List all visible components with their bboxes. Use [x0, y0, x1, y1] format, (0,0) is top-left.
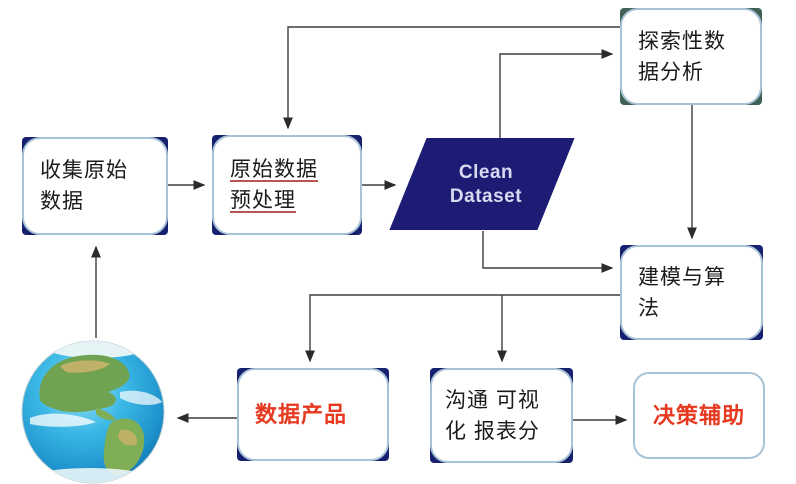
node-label-line: 决策辅助: [652, 403, 745, 428]
node-preprocess: 原始数据 预处理: [212, 135, 362, 235]
node-modeling-algorithms: 建模与算 法: [620, 245, 763, 340]
node-clean-dataset: Clean Dataset: [412, 152, 560, 218]
node-label-line: 收集原始: [40, 159, 128, 182]
node-label-line: 探索性数: [638, 29, 726, 53]
node-label-line: Dataset: [449, 186, 523, 207]
node-label-line: 据分析: [638, 60, 704, 84]
node-exploratory-data-analysis: 探索性数 据分析: [620, 8, 762, 105]
node-label-line: 数据: [40, 190, 84, 213]
arrow-clean-to-modeling: [482, 231, 614, 273]
node-label-line: Clean: [458, 162, 514, 183]
node-label-line: 数据产品: [255, 402, 348, 427]
node-label-line: 法: [638, 296, 660, 320]
node-label-line: 沟通 可视: [445, 388, 540, 412]
node-label-line: 原始数据: [230, 158, 318, 181]
node-label-line: 预处理: [230, 189, 296, 212]
arrow-modeling-to-data-product: [305, 294, 620, 363]
node-collect-raw-data: 收集原始 数据: [22, 137, 168, 235]
node-decision-support: 决策辅助: [633, 372, 765, 459]
node-communication-visualization: 沟通 可视 化 报表分: [430, 368, 573, 463]
node-label-line: 化 报表分: [445, 419, 540, 443]
arrow-clean-to-eda: [499, 49, 614, 138]
arrow-eda-to-preprocess: [283, 26, 620, 130]
node-label-line: 建模与算: [638, 265, 726, 289]
node-data-product: 数据产品: [237, 368, 389, 461]
